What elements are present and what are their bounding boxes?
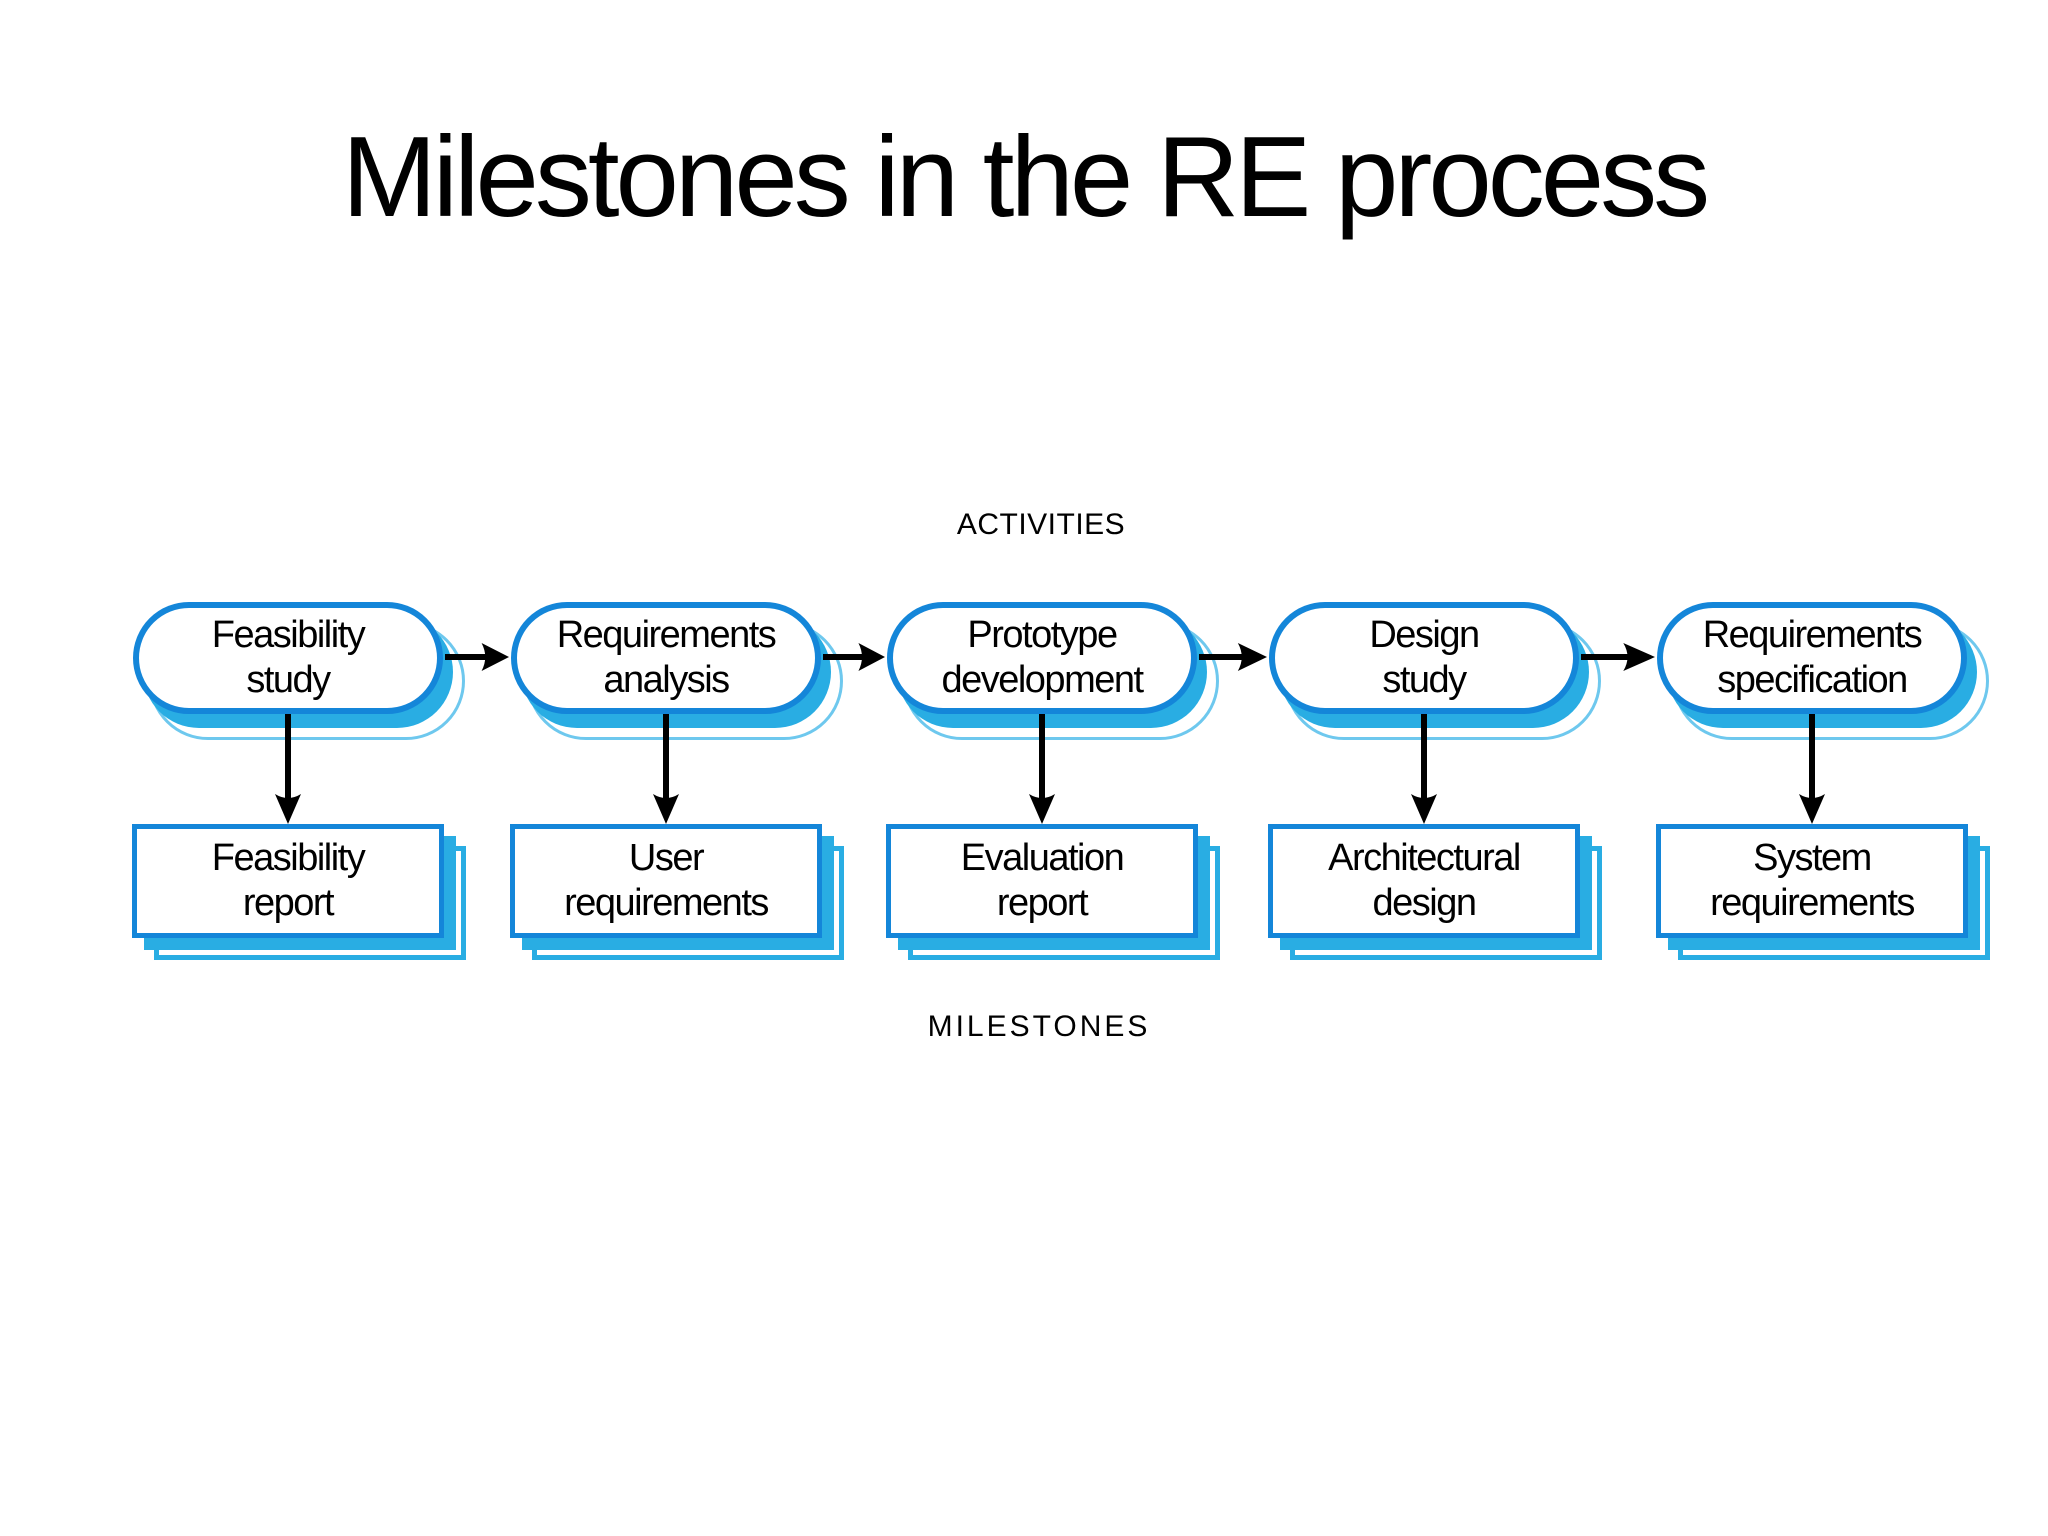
activity-node-prototype-development: Prototype development (887, 602, 1219, 740)
activity-node-design-study: Design study (1269, 602, 1601, 740)
flow-arrow-down-1 (275, 714, 301, 824)
flow-arrow-right-2 (823, 643, 885, 671)
milestone-label: User requirements (564, 837, 769, 924)
milestone-label: Feasibility report (211, 837, 366, 924)
flow-arrow-right-1 (445, 643, 509, 671)
activity-label: Requirements specification (1702, 614, 1923, 701)
activity-node-requirements-analysis: Requirements analysis (511, 602, 843, 740)
node-body: Requirements specification (1657, 602, 1967, 714)
node-body: Prototype development (887, 602, 1197, 714)
activities-section-label: ACTIVITIES (956, 508, 1126, 541)
activity-label: Prototype development (941, 614, 1144, 701)
node-body: Requirements analysis (511, 602, 821, 714)
flow-arrow-down-2 (653, 714, 679, 824)
node-body: Evaluation report (886, 824, 1198, 938)
milestone-label: Architectural design (1328, 837, 1521, 924)
flow-arrow-down-5 (1799, 714, 1825, 824)
node-body: Feasibility study (133, 602, 443, 714)
activity-label: Design study (1369, 614, 1480, 701)
milestone-node-system-requirements: System requirements (1656, 824, 1990, 960)
node-body: User requirements (510, 824, 822, 938)
milestones-section-label: MILESTONES (927, 1010, 1151, 1043)
node-body: Architectural design (1268, 824, 1580, 938)
flow-arrow-down-3 (1029, 714, 1055, 824)
activity-label: Feasibility study (211, 614, 366, 701)
page-title: Milestones in the RE process (341, 114, 1710, 241)
flow-arrow-down-4 (1411, 714, 1437, 824)
milestone-node-evaluation-report: Evaluation report (886, 824, 1220, 960)
node-body: Feasibility report (132, 824, 444, 938)
node-body: Design study (1269, 602, 1579, 714)
milestone-node-user-requirements: User requirements (510, 824, 844, 960)
activity-node-feasibility-study: Feasibility study (133, 602, 465, 740)
flow-arrow-right-3 (1199, 643, 1267, 671)
activity-node-requirements-specification: Requirements specification (1657, 602, 1989, 740)
flow-arrow-right-4 (1581, 643, 1655, 671)
milestone-node-feasibility-report: Feasibility report (132, 824, 466, 960)
activity-label: Requirements analysis (556, 614, 777, 701)
node-body: System requirements (1656, 824, 1968, 938)
milestone-label: System requirements (1710, 837, 1915, 924)
milestone-node-architectural-design: Architectural design (1268, 824, 1602, 960)
milestone-label: Evaluation report (960, 837, 1125, 924)
